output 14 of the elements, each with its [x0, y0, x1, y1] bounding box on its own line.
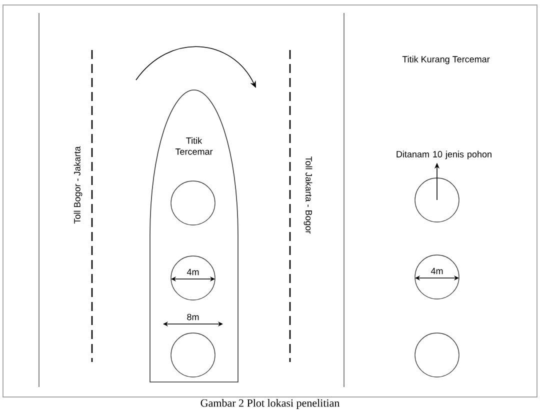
tree-circle [414, 254, 460, 300]
area-label: Titik Kurang Tercemar [402, 56, 490, 64]
note-text: Ditanam 10 jenis pohon [396, 150, 492, 160]
road-label: Toll Bogor - Jakarta [74, 146, 82, 224]
road-label: Toll Jakarta - Bogor [304, 156, 312, 234]
dimension-label: 4m [186, 268, 199, 276]
tree-circle [414, 178, 460, 222]
dimension-label: 8m [187, 314, 199, 320]
tree-circle [170, 256, 216, 300]
tree-circle [414, 332, 460, 378]
caption: Gambar 2 Plot lokasi penelitian [200, 399, 340, 409]
dimension-label: 4m [430, 268, 443, 274]
tree-circle [170, 332, 216, 378]
tree-circle [170, 180, 216, 226]
